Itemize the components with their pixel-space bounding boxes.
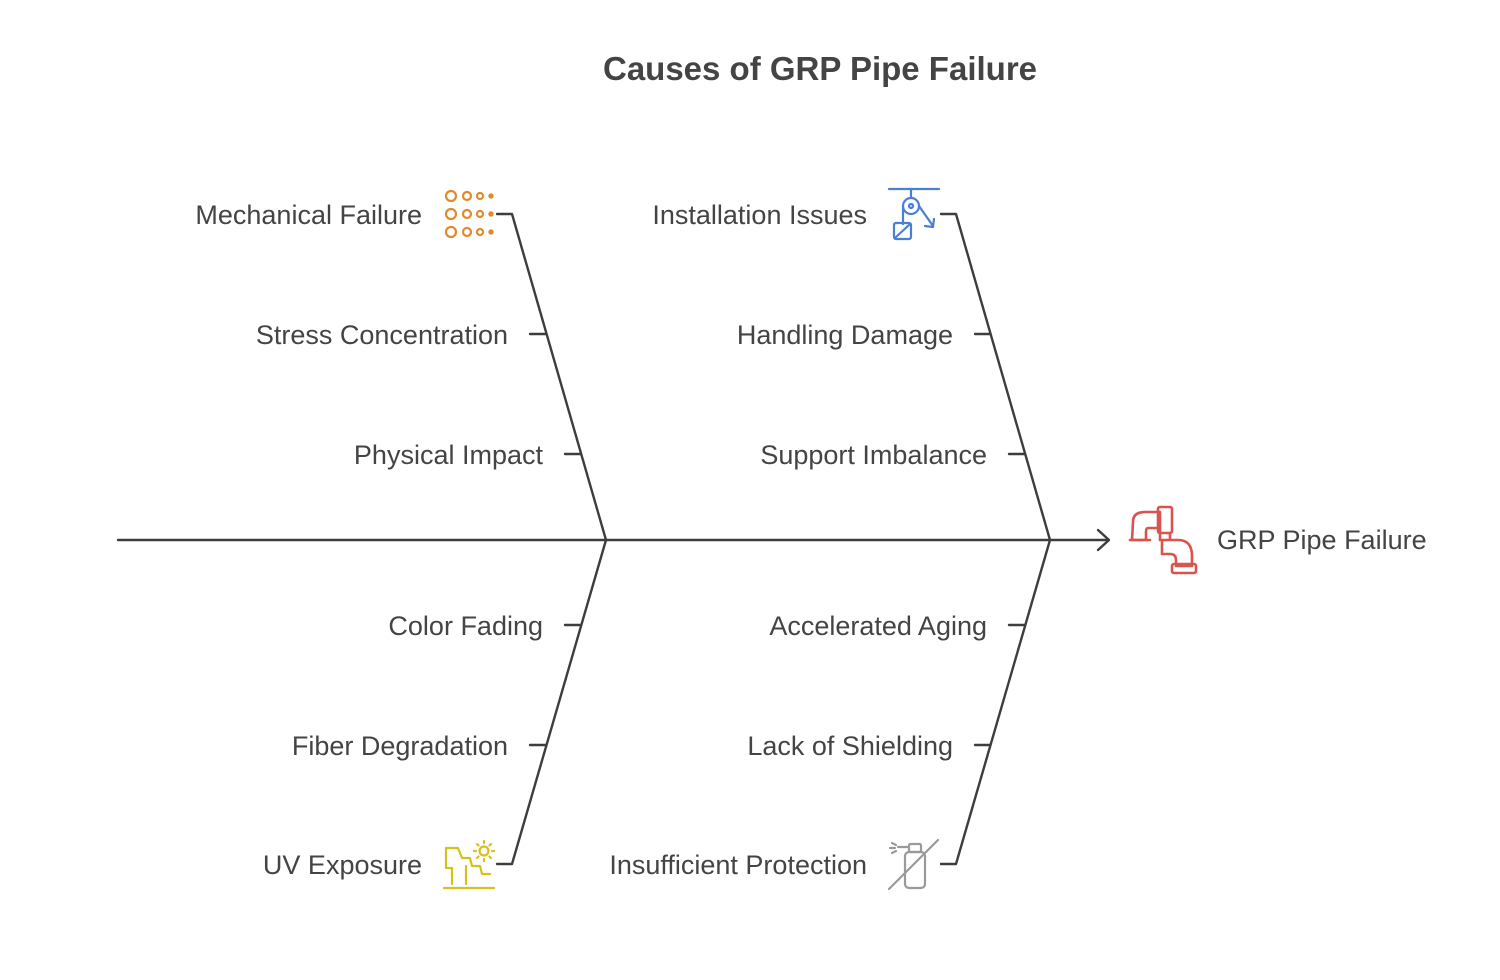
dots-grid-icon [444, 189, 494, 239]
effect-label: GRP Pipe Failure [1217, 525, 1427, 555]
category-mechanical: Mechanical Failure Stress Concentration … [195, 189, 608, 542]
category-label-mechanical: Mechanical Failure [195, 200, 422, 230]
bone-protection [939, 538, 1052, 866]
cause-label-physical-impact: Physical Impact [354, 440, 544, 470]
sun-cliff-icon [442, 839, 496, 890]
bone-uv [495, 538, 608, 866]
pulley-crane-icon [887, 187, 941, 241]
spine-arrowhead [1096, 528, 1111, 552]
category-uv: UV Exposure Color Fading Fiber Degradati… [263, 538, 608, 890]
cause-label-fiber-degradation: Fiber Degradation [292, 731, 508, 761]
bone-installation [939, 212, 1052, 542]
category-protection: Insufficient Protection Accelerated Agin… [609, 538, 1052, 891]
cause-label-color-fading: Color Fading [388, 611, 543, 641]
category-label-installation: Installation Issues [652, 200, 867, 230]
cause-label-lack-of-shielding: Lack of Shielding [747, 731, 953, 761]
category-label-uv: UV Exposure [263, 850, 422, 880]
pipe-icon [1128, 505, 1198, 575]
cause-label-support-imbalance: Support Imbalance [760, 440, 987, 470]
cause-label-handling-damage: Handling Damage [737, 320, 953, 350]
no-spray-icon [887, 838, 940, 891]
effect-node: GRP Pipe Failure [1128, 505, 1427, 575]
diagram-title: Causes of GRP Pipe Failure [603, 50, 1037, 87]
bone-mechanical [495, 212, 608, 542]
category-label-protection: Insufficient Protection [609, 850, 867, 880]
cause-label-accelerated-aging: Accelerated Aging [769, 611, 987, 641]
cause-label-stress-concentration: Stress Concentration [256, 320, 508, 350]
category-installation: Installation Issues Handling Damage Supp… [652, 187, 1052, 542]
